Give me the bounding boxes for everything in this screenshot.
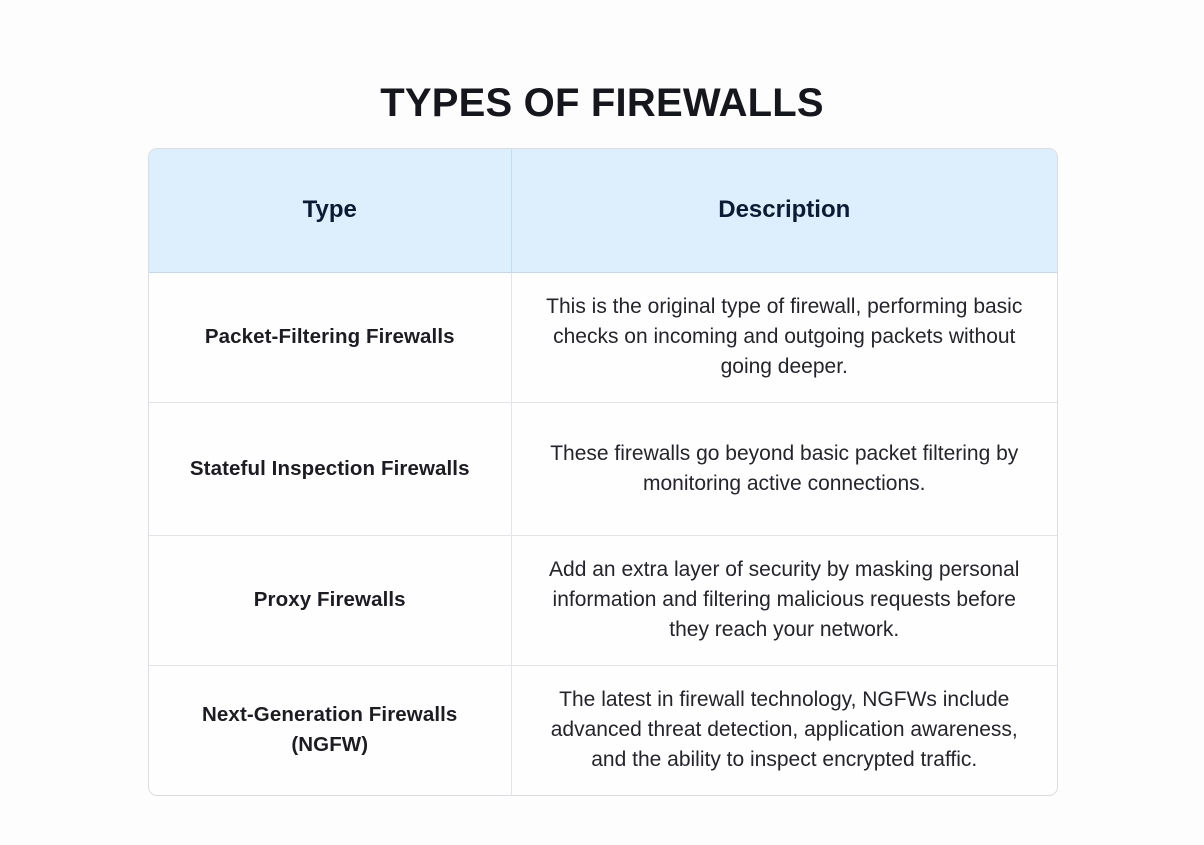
column-header-description: Description — [511, 149, 1057, 273]
column-header-type: Type — [149, 149, 512, 273]
cell-type: Proxy Firewalls — [149, 534, 512, 665]
table-row: Next-Generation Firewalls (NGFW) The lat… — [149, 664, 1057, 795]
cell-description: Add an extra layer of security by maskin… — [511, 534, 1057, 665]
table-row: Stateful Inspection Firewalls These fire… — [149, 401, 1057, 535]
table-header-row: Type Description — [149, 149, 1057, 273]
cell-description: These firewalls go beyond basic packet f… — [511, 401, 1057, 535]
table-row: Packet-Filtering Firewalls This is the o… — [149, 272, 1057, 402]
cell-type: Stateful Inspection Firewalls — [149, 401, 512, 535]
table-body: Packet-Filtering Firewalls This is the o… — [149, 272, 1057, 795]
firewall-types-table: Type Description Packet-Filtering Firewa… — [148, 148, 1058, 796]
table-row: Proxy Firewalls Add an extra layer of se… — [149, 534, 1057, 665]
cell-type: Next-Generation Firewalls (NGFW) — [149, 664, 512, 795]
page-title: TYPES OF FIREWALLS — [380, 80, 824, 125]
table-header: Type Description — [149, 149, 1057, 273]
cell-description: This is the original type of firewall, p… — [546, 295, 1023, 378]
cell-type: Packet-Filtering Firewalls — [149, 272, 512, 402]
cell-description: The latest in firewall technology, NGFWs… — [511, 664, 1057, 795]
table: Type Description Packet-Filtering Firewa… — [149, 149, 1057, 795]
